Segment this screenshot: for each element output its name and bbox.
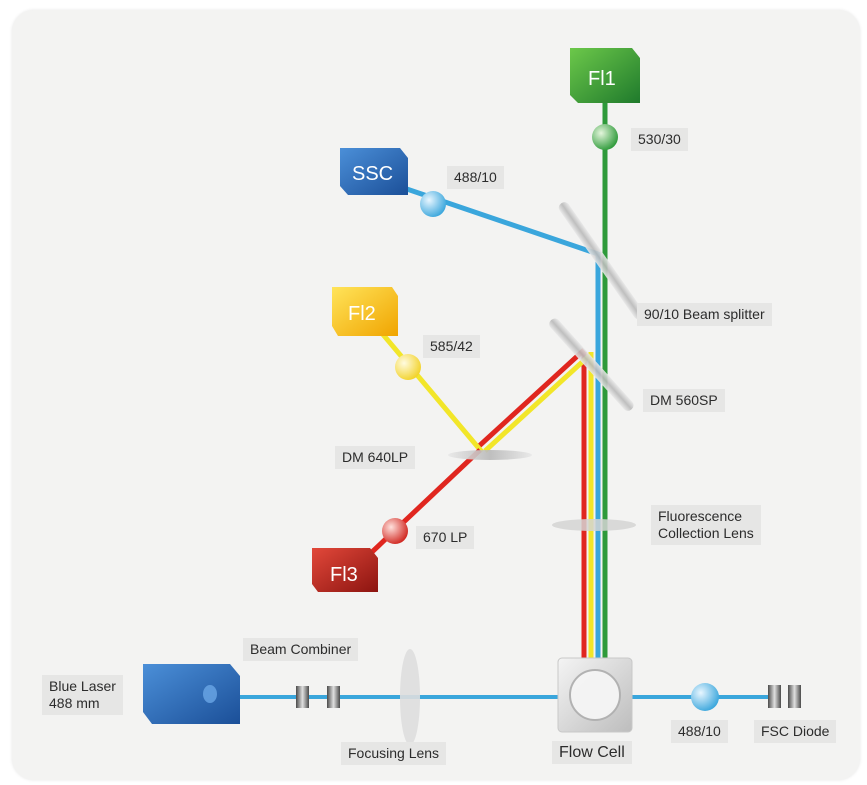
fsc-diode-label: FSC Diode bbox=[754, 720, 837, 743]
beam-yellow-diagonal bbox=[483, 352, 593, 453]
dm-640lp-label: DM 640LP bbox=[335, 446, 416, 469]
beam-combiner bbox=[296, 686, 340, 708]
blue-laser-label-line2: 488 mm bbox=[49, 695, 100, 711]
fl2-filter-label: 585/42 bbox=[423, 335, 480, 358]
fl2-filter-bead bbox=[395, 354, 421, 380]
focusing-lens bbox=[400, 649, 420, 745]
fl3-filter-label: 670 LP bbox=[416, 526, 475, 549]
fl3-filter-bead bbox=[382, 518, 408, 544]
fl2-label: Fl2 bbox=[348, 303, 376, 325]
beam-splitter-mirror bbox=[558, 202, 645, 320]
ssc-filter-label: 488/10 bbox=[447, 166, 504, 189]
collection-lens-label: Fluorescence Collection Lens bbox=[651, 505, 761, 545]
ssc-filter-bead bbox=[420, 191, 446, 217]
fsc-filter-label: 488/10 bbox=[671, 720, 728, 743]
fl3-label: Fl3 bbox=[330, 564, 358, 586]
collection-lens-label-line2: Collection Lens bbox=[658, 525, 754, 541]
flow-cell-label: Flow Cell bbox=[552, 741, 632, 764]
beam-combiner-label: Beam Combiner bbox=[243, 638, 359, 661]
focusing-lens-label: Focusing Lens bbox=[341, 742, 447, 765]
fl1-label: Fl1 bbox=[588, 68, 616, 90]
beam-splitter-label: 90/10 Beam splitter bbox=[637, 303, 772, 326]
flow-cell bbox=[557, 657, 633, 733]
beam-red-to-fl3 bbox=[353, 448, 482, 570]
collection-lens-label-line1: Fluorescence bbox=[658, 508, 743, 524]
blue-laser-label-line1: Blue Laser bbox=[49, 678, 116, 694]
collection-lens bbox=[552, 519, 636, 531]
dm-560sp-label: DM 560SP bbox=[643, 389, 725, 412]
blue-laser-label: Blue Laser 488 mm bbox=[42, 675, 123, 715]
ssc-label: SSC bbox=[352, 163, 393, 185]
fl2-detector: Fl2 bbox=[332, 287, 398, 336]
beam-red-diagonal bbox=[476, 348, 586, 449]
fl1-filter-bead bbox=[592, 124, 618, 150]
fsc-filter-bead bbox=[691, 683, 719, 711]
fsc-diode bbox=[768, 685, 801, 708]
dm-640lp-mirror bbox=[448, 450, 532, 460]
fl1-detector: Fl1 bbox=[570, 48, 640, 103]
fl1-filter-label: 530/30 bbox=[631, 128, 688, 151]
dm-560sp-mirror bbox=[549, 318, 634, 411]
beam-yellow-to-fl2 bbox=[373, 323, 484, 454]
ssc-detector: SSC bbox=[340, 148, 408, 195]
fl3-detector: Fl3 bbox=[312, 548, 378, 592]
blue-laser-source bbox=[143, 664, 240, 724]
